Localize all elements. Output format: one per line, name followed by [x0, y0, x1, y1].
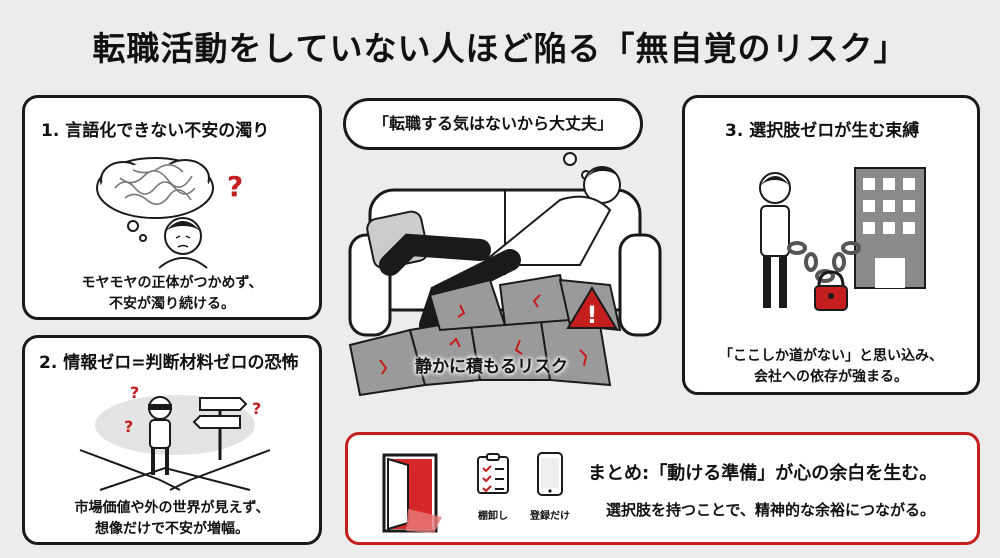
smartphone-icon [537, 452, 563, 496]
panel-caption: 市場価値や外の世界が見えず、 想像だけで不安が増幅。 [74, 500, 270, 537]
panel-unverbalized-anxiety: 1. 言語化できない不安の濁り ? モヤモヤの正体がつかめず、 不安が濁り続ける… [22, 95, 322, 320]
signpost-icon [192, 397, 248, 460]
page-title: 転職活動をしていない人ほど陥る「無自覚のリスク」 [92, 29, 908, 68]
svg-text:!: ! [587, 301, 598, 329]
warning-icon: ! [566, 286, 618, 329]
panel-title: 3. 選択肢ゼロが生む束縛 [725, 121, 920, 141]
svg-text:?: ? [252, 399, 261, 418]
crossroads-illustration: ? ? ? [79, 383, 271, 491]
padlock-icon [814, 270, 848, 311]
panel-title: 2. 情報ゼロ=判断材料ゼロの恐怖 [39, 353, 299, 373]
checklist-icon [477, 453, 509, 494]
sofa-with-risk-blocks-illustration: ! [348, 152, 662, 397]
svg-text:?: ? [124, 417, 133, 436]
speech-bubble: 「転職する気はないから大丈夫」 [343, 98, 643, 150]
summary-headline: まとめ:「動ける準備」が心の余白を生む。 [588, 463, 938, 484]
chained-person-illustration [759, 167, 926, 311]
panel-zero-options: 3. 選択肢ゼロが生む束縛 「ここしか道がない」と思い込 [682, 95, 980, 395]
question-mark-icon: ? [227, 170, 243, 203]
svg-text:?: ? [130, 383, 139, 402]
icon-label-inventory: 棚卸し [478, 511, 508, 522]
anxious-person-illustration: ? [96, 157, 243, 269]
summary-subline: 選択肢を持つことで、精神的な余裕につながる。 [606, 501, 935, 519]
icon-label-register: 登録だけ [530, 511, 570, 522]
panel-title: 1. 言語化できない不安の濁り [41, 121, 270, 141]
panel-zero-information: 2. 情報ゼロ=判断材料ゼロの恐怖 ? ? ? 市場価値や外の世界が見えず、 想… [22, 335, 322, 545]
summary-box: 棚卸し 登録だけ まとめ:「動ける準備」が心の余白を生む。 選択肢を持つことで、… [345, 432, 980, 545]
panel-caption: モヤモヤの正体がつかめず、 不安が濁り続ける。 [81, 275, 263, 312]
thought-cloud-icon [96, 157, 214, 242]
door-icon [382, 453, 442, 533]
risk-label: 静かに積もるリスク [415, 357, 568, 377]
chain-icon [787, 241, 861, 283]
panel-caption: 「ここしか道がない」と思い込み、 会社への依存が強まる。 [719, 348, 943, 385]
